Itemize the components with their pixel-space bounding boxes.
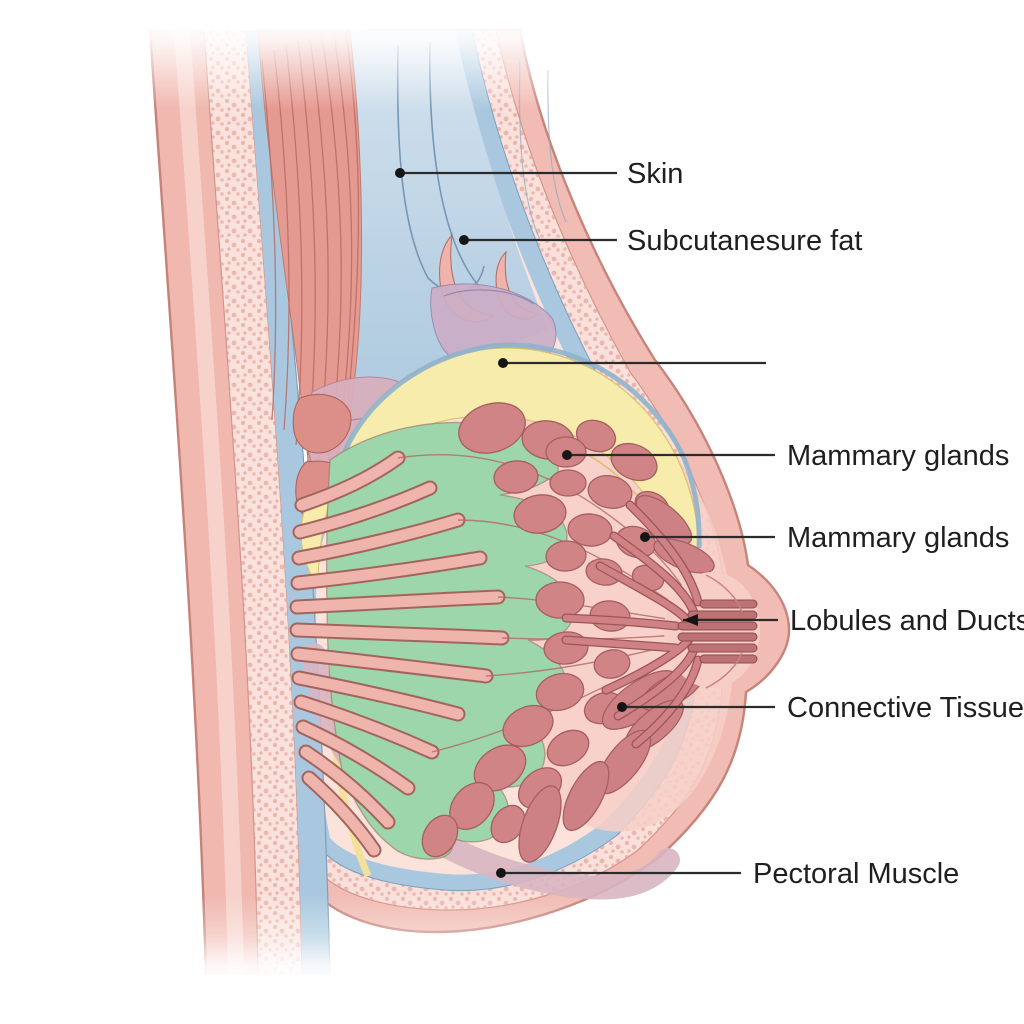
leader-dot-subcutaneous-fat (459, 235, 469, 245)
duct-fingers (289, 450, 510, 858)
chest-fat-speckles (204, 30, 302, 975)
breast-internal-structures (289, 283, 760, 900)
areola-contour-upper (705, 574, 743, 613)
leader-dot-connective-tissue (617, 702, 627, 712)
annotations: Skin Subcutanesure fat Mammary glands Ma… (395, 158, 1024, 890)
annotation-label-skin: Skin (627, 158, 683, 190)
annotation-subcutaneous-fat: Subcutanesure fat (459, 225, 862, 257)
leader-dot-pectoral-muscle (496, 868, 506, 878)
chest-fascia-strip (246, 30, 330, 975)
annotation-skin: Skin (395, 158, 683, 190)
leader-dot-mammary-glands-lower (640, 532, 650, 542)
lavender-swirl (443, 289, 535, 305)
annotation-mammary-glands-lower: Mammary glands (640, 522, 1009, 554)
leader-dot-unlabeled (498, 358, 508, 368)
annotation-label-mammary-glands-lower: Mammary glands (787, 522, 1009, 554)
fascia-line-over-fat (337, 342, 702, 549)
chest-skin-inner-highlight (174, 29, 244, 976)
nipple-complex (561, 500, 760, 749)
lactiferous-ducts (677, 599, 758, 664)
annotation-label-mammary-glands-upper: Mammary glands (787, 440, 1009, 472)
annotation-connective-tissue: Connective Tissue (617, 692, 1024, 724)
leader-arrow-lobules-and-ducts (683, 614, 698, 626)
chest-fat-edge-left (203, 29, 259, 976)
annotation-mammary-glands-upper: Mammary glands (562, 440, 1009, 472)
annotation-lobules-and-ducts: Lobules and Ducts (683, 605, 1024, 637)
annotation-label-lobules-and-ducts: Lobules and Ducts (790, 605, 1024, 637)
annotation-pectoral-muscle: Pectoral Muscle (496, 858, 959, 890)
top-fade (0, 0, 1024, 110)
annotation-unlabeled (498, 358, 766, 368)
annotation-label-pectoral-muscle: Pectoral Muscle (753, 858, 959, 890)
leader-dot-mammary-glands-upper (562, 450, 572, 460)
leader-dot-skin (395, 168, 405, 178)
areola-contour-lower (705, 651, 743, 689)
annotation-label-subcutaneous-fat: Subcutanesure fat (627, 225, 862, 257)
chest-skin-outer-edge (148, 29, 208, 976)
bottom-fade (0, 895, 1024, 1024)
muscle-wedge-1 (292, 394, 352, 454)
annotation-label-connective-tissue: Connective Tissue (787, 692, 1024, 724)
